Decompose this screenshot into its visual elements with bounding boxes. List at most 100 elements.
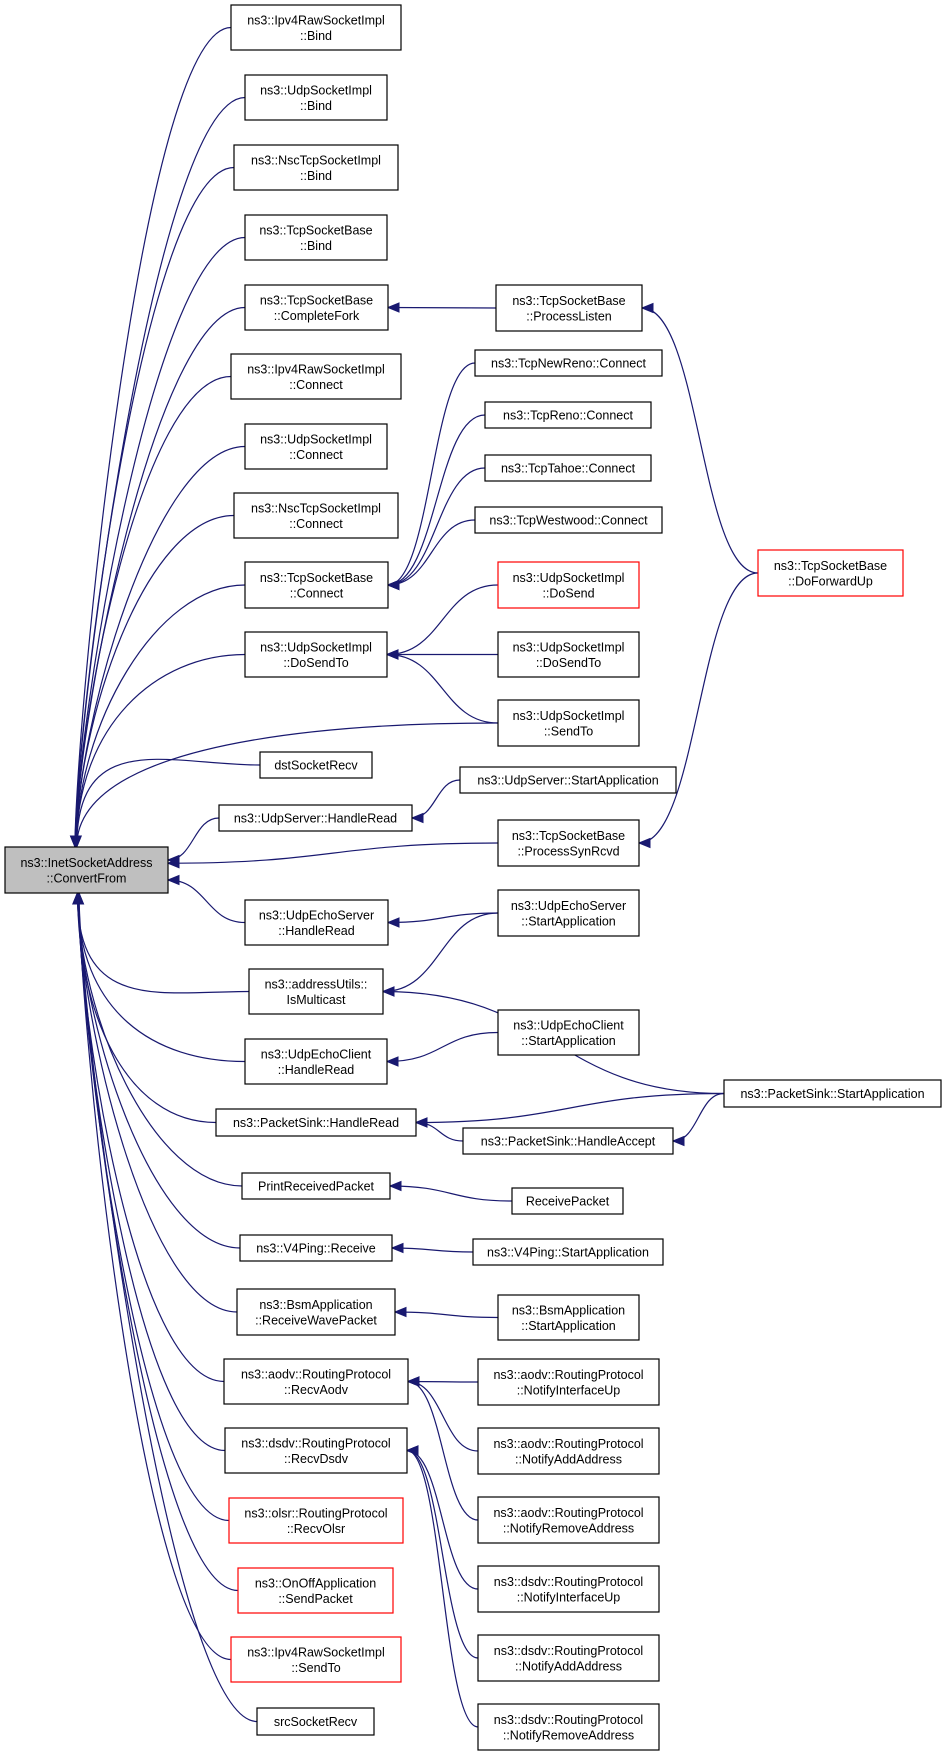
node-label-line: ns3::UdpServer::StartApplication bbox=[477, 774, 658, 788]
node-box bbox=[477, 1703, 660, 1751]
root-node-ns3-inetsocketaddress-convertfrom[interactable]: ns3::InetSocketAddress::ConvertFrom bbox=[4, 846, 169, 894]
function-node-ns3-tcpsocketbase-connect[interactable]: ns3::TcpSocketBase::Connect bbox=[244, 561, 389, 609]
function-node-ns3-udpechoserver-startapplication[interactable]: ns3::UdpEchoServer::StartApplication bbox=[497, 889, 640, 937]
function-node-ns3-tcptahoe-connect[interactable]: ns3::TcpTahoe::Connect bbox=[484, 454, 652, 482]
function-node-ns3-addressutils-ismulticast[interactable]: ns3::addressUtils::IsMulticast bbox=[248, 968, 384, 1015]
call-edge-d22-to-c21 bbox=[406, 1449, 479, 1728]
function-node-ns3-v4ping-receive[interactable]: ns3::V4Ping::Receive bbox=[239, 1234, 393, 1262]
call-edge-e1-to-d10 bbox=[638, 572, 759, 844]
node-label-line: ::NotifyRemoveAddress bbox=[503, 1521, 634, 1535]
node-label-line: ::Bind bbox=[300, 169, 332, 183]
node-label-line: ns3::TcpNewReno::Connect bbox=[491, 357, 646, 371]
node-box bbox=[497, 699, 640, 747]
node-label-line: ::HandleRead bbox=[278, 924, 354, 938]
function-node-ns3-tcpsocketbase-doforwardup[interactable]: ns3::TcpSocketBase::DoForwardUp bbox=[757, 549, 904, 597]
node-label-line: PrintReceivedPacket bbox=[258, 1180, 375, 1194]
function-node-ns3-olsr-routingprotocol-recvolsr[interactable]: ns3::olsr::RoutingProtocol::RecvOlsr bbox=[228, 1497, 404, 1544]
node-box bbox=[497, 819, 640, 867]
function-node-ns3-udpsocketimpl-dosendto[interactable]: ns3::UdpSocketImpl::DoSendTo bbox=[244, 631, 388, 678]
function-node-ns3-udpechoclient-handleread[interactable]: ns3::UdpEchoClient::HandleRead bbox=[244, 1038, 388, 1085]
call-edge-d18-to-c20 bbox=[407, 1380, 479, 1452]
function-node-ns3-dsdv-routingprotocol-notifyaddaddress[interactable]: ns3::dsdv::RoutingProtocol::NotifyAddAdd… bbox=[477, 1634, 660, 1682]
node-box bbox=[495, 284, 643, 332]
function-node-ns3-udpsocketimpl-sendto[interactable]: ns3::UdpSocketImpl::SendTo bbox=[497, 699, 640, 747]
node-label-line: ns3::addressUtils:: bbox=[265, 977, 368, 991]
node-box bbox=[497, 1009, 640, 1056]
function-node-ns3-aodv-routingprotocol-notifyaddaddress[interactable]: ns3::aodv::RoutingProtocol::NotifyAddAdd… bbox=[477, 1427, 660, 1475]
function-node-ns3-udpserver-handleread[interactable]: ns3::UdpServer::HandleRead bbox=[218, 804, 413, 832]
node-label-line: ns3::TcpTahoe::Connect bbox=[501, 462, 636, 476]
function-node-ns3-udpsocketimpl-connect[interactable]: ns3::UdpSocketImpl::Connect bbox=[244, 423, 388, 470]
node-label-line: ::DoSendTo bbox=[283, 656, 348, 670]
node-label-line: ns3::UdpSocketImpl bbox=[260, 432, 372, 446]
function-node-ns3-bsmapplication-startapplication[interactable]: ns3::BsmApplication::StartApplication bbox=[497, 1294, 640, 1341]
function-node-ns3-ipv4rawsocketimpl-bind[interactable]: ns3::Ipv4RawSocketImpl::Bind bbox=[230, 4, 402, 51]
call-edge-e1-to-d1 bbox=[641, 307, 759, 574]
node-label-line: ::NotifyAddAddress bbox=[515, 1452, 622, 1466]
call-edge-d11-to-c13 bbox=[387, 912, 499, 924]
function-node-srcsocketrecv[interactable]: srcSocketRecv bbox=[256, 1707, 375, 1736]
node-label-line: ns3::TcpReno::Connect bbox=[503, 409, 633, 423]
node-label-line: ::Bind bbox=[300, 239, 332, 253]
function-node-ns3-nsctcpsocketimpl-connect[interactable]: ns3::NscTcpSocketImpl::Connect bbox=[233, 492, 399, 539]
node-label-line: ns3::UdpServer::HandleRead bbox=[234, 812, 397, 826]
node-label-line: ns3::TcpSocketBase bbox=[512, 294, 625, 308]
function-node-dstsocketrecv[interactable]: dstSocketRecv bbox=[259, 751, 373, 779]
function-node-ns3-tcpwestwood-connect[interactable]: ns3::TcpWestwood::Connect bbox=[474, 506, 663, 534]
node-label-line: ns3::olsr::RoutingProtocol bbox=[244, 1506, 387, 1520]
function-node-printreceivedpacket[interactable]: PrintReceivedPacket bbox=[241, 1172, 391, 1200]
node-label-line: ns3::UdpSocketImpl bbox=[260, 640, 372, 654]
function-node-ns3-udpechoserver-handleread[interactable]: ns3::UdpEchoServer::HandleRead bbox=[244, 899, 389, 946]
function-node-ns3-tcpsocketbase-bind[interactable]: ns3::TcpSocketBase::Bind bbox=[244, 214, 388, 261]
function-node-ns3-udpsocketimpl-bind[interactable]: ns3::UdpSocketImpl::Bind bbox=[244, 74, 388, 121]
node-label-line: ::DoSendTo bbox=[536, 656, 601, 670]
function-node-ns3-onoffapplication-sendpacket[interactable]: ns3::OnOffApplication::SendPacket bbox=[237, 1567, 394, 1614]
function-node-ns3-dsdv-routingprotocol-notifyremoveaddress[interactable]: ns3::dsdv::RoutingProtocol::NotifyRemove… bbox=[477, 1703, 660, 1751]
call-edge-c10-to-root bbox=[75, 653, 246, 848]
call-edge-c8-to-root bbox=[75, 514, 235, 848]
function-node-ns3-aodv-routingprotocol-recvaodv[interactable]: ns3::aodv::RoutingProtocol::RecvAodv bbox=[223, 1358, 409, 1405]
function-node-ns3-bsmapplication-receivewavepacket[interactable]: ns3::BsmApplication::ReceiveWavePacket bbox=[236, 1288, 396, 1336]
function-node-ns3-aodv-routingprotocol-notifyremoveaddress[interactable]: ns3::aodv::RoutingProtocol::NotifyRemove… bbox=[477, 1496, 660, 1544]
node-box bbox=[248, 968, 384, 1015]
function-node-ns3-udpsocketimpl-dosendto[interactable]: ns3::UdpSocketImpl::DoSendTo bbox=[497, 631, 640, 678]
function-node-ns3-packetsink-handleread[interactable]: ns3::PacketSink::HandleRead bbox=[215, 1108, 417, 1137]
function-node-ns3-tcpsocketbase-completefork[interactable]: ns3::TcpSocketBase::CompleteFork bbox=[244, 284, 389, 331]
call-edge-c25-to-root bbox=[78, 892, 258, 1723]
node-label-line: ::ConvertFrom bbox=[47, 871, 127, 885]
function-node-receivepacket[interactable]: ReceivePacket bbox=[511, 1187, 624, 1215]
node-label-line: ::StartApplication bbox=[521, 1034, 616, 1048]
function-node-ns3-tcpreno-connect[interactable]: ns3::TcpReno::Connect bbox=[484, 401, 652, 429]
node-label-line: ::Bind bbox=[300, 29, 332, 43]
function-node-ns3-aodv-routingprotocol-notifyinterfaceup[interactable]: ns3::aodv::RoutingProtocol::NotifyInterf… bbox=[477, 1358, 660, 1406]
node-box bbox=[497, 889, 640, 937]
node-box bbox=[244, 561, 389, 609]
function-node-ns3-packetsink-handleaccept[interactable]: ns3::PacketSink::HandleAccept bbox=[462, 1127, 674, 1155]
call-edge-c24-to-root bbox=[78, 892, 232, 1661]
function-node-ns3-ipv4rawsocketimpl-connect[interactable]: ns3::Ipv4RawSocketImpl::Connect bbox=[230, 353, 402, 400]
function-node-ns3-packetsink-startapplication[interactable]: ns3::PacketSink::StartApplication bbox=[723, 1079, 942, 1108]
function-node-ns3-tcpnewreno-connect[interactable]: ns3::TcpNewReno::Connect bbox=[474, 349, 663, 377]
function-node-ns3-tcpsocketbase-processlisten[interactable]: ns3::TcpSocketBase::ProcessListen bbox=[495, 284, 643, 332]
function-node-ns3-tcpsocketbase-processsynrcvd[interactable]: ns3::TcpSocketBase::ProcessSynRcvd bbox=[497, 819, 640, 867]
call-edge-c11-to-root bbox=[76, 758, 261, 848]
function-node-ns3-ipv4rawsocketimpl-sendto[interactable]: ns3::Ipv4RawSocketImpl::SendTo bbox=[230, 1636, 402, 1683]
call-edge-c4-to-root bbox=[74, 236, 246, 848]
node-box bbox=[459, 766, 677, 794]
call-edge-d16-to-c19 bbox=[394, 1311, 499, 1319]
node-label-line: ::Bind bbox=[300, 99, 332, 113]
node-label-line: ns3::UdpEchoServer bbox=[259, 908, 374, 922]
function-node-ns3-dsdv-routingprotocol-notifyinterfaceup[interactable]: ns3::dsdv::RoutingProtocol::NotifyInterf… bbox=[477, 1565, 660, 1613]
function-node-ns3-udpsocketimpl-dosend[interactable]: ns3::UdpSocketImpl::DoSend bbox=[497, 561, 640, 609]
function-node-ns3-nsctcpsocketimpl-bind[interactable]: ns3::NscTcpSocketImpl::Bind bbox=[233, 144, 399, 191]
function-node-ns3-udpserver-startapplication[interactable]: ns3::UdpServer::StartApplication bbox=[459, 766, 677, 794]
call-edge-c9-to-root bbox=[75, 584, 246, 848]
call-edge-d8-to-c10 bbox=[386, 653, 499, 724]
node-label-line: ns3::aodv::RoutingProtocol bbox=[493, 1437, 643, 1451]
call-edge-c6-to-root bbox=[75, 375, 232, 848]
function-node-ns3-v4ping-startapplication[interactable]: ns3::V4Ping::StartApplication bbox=[472, 1238, 664, 1266]
function-node-ns3-udpechoclient-startapplication[interactable]: ns3::UdpEchoClient::StartApplication bbox=[497, 1009, 640, 1056]
function-node-ns3-dsdv-routingprotocol-recvdsdv[interactable]: ns3::dsdv::RoutingProtocol::RecvDsdv bbox=[224, 1427, 408, 1474]
call-edge-d9-to-c12 bbox=[411, 779, 461, 819]
